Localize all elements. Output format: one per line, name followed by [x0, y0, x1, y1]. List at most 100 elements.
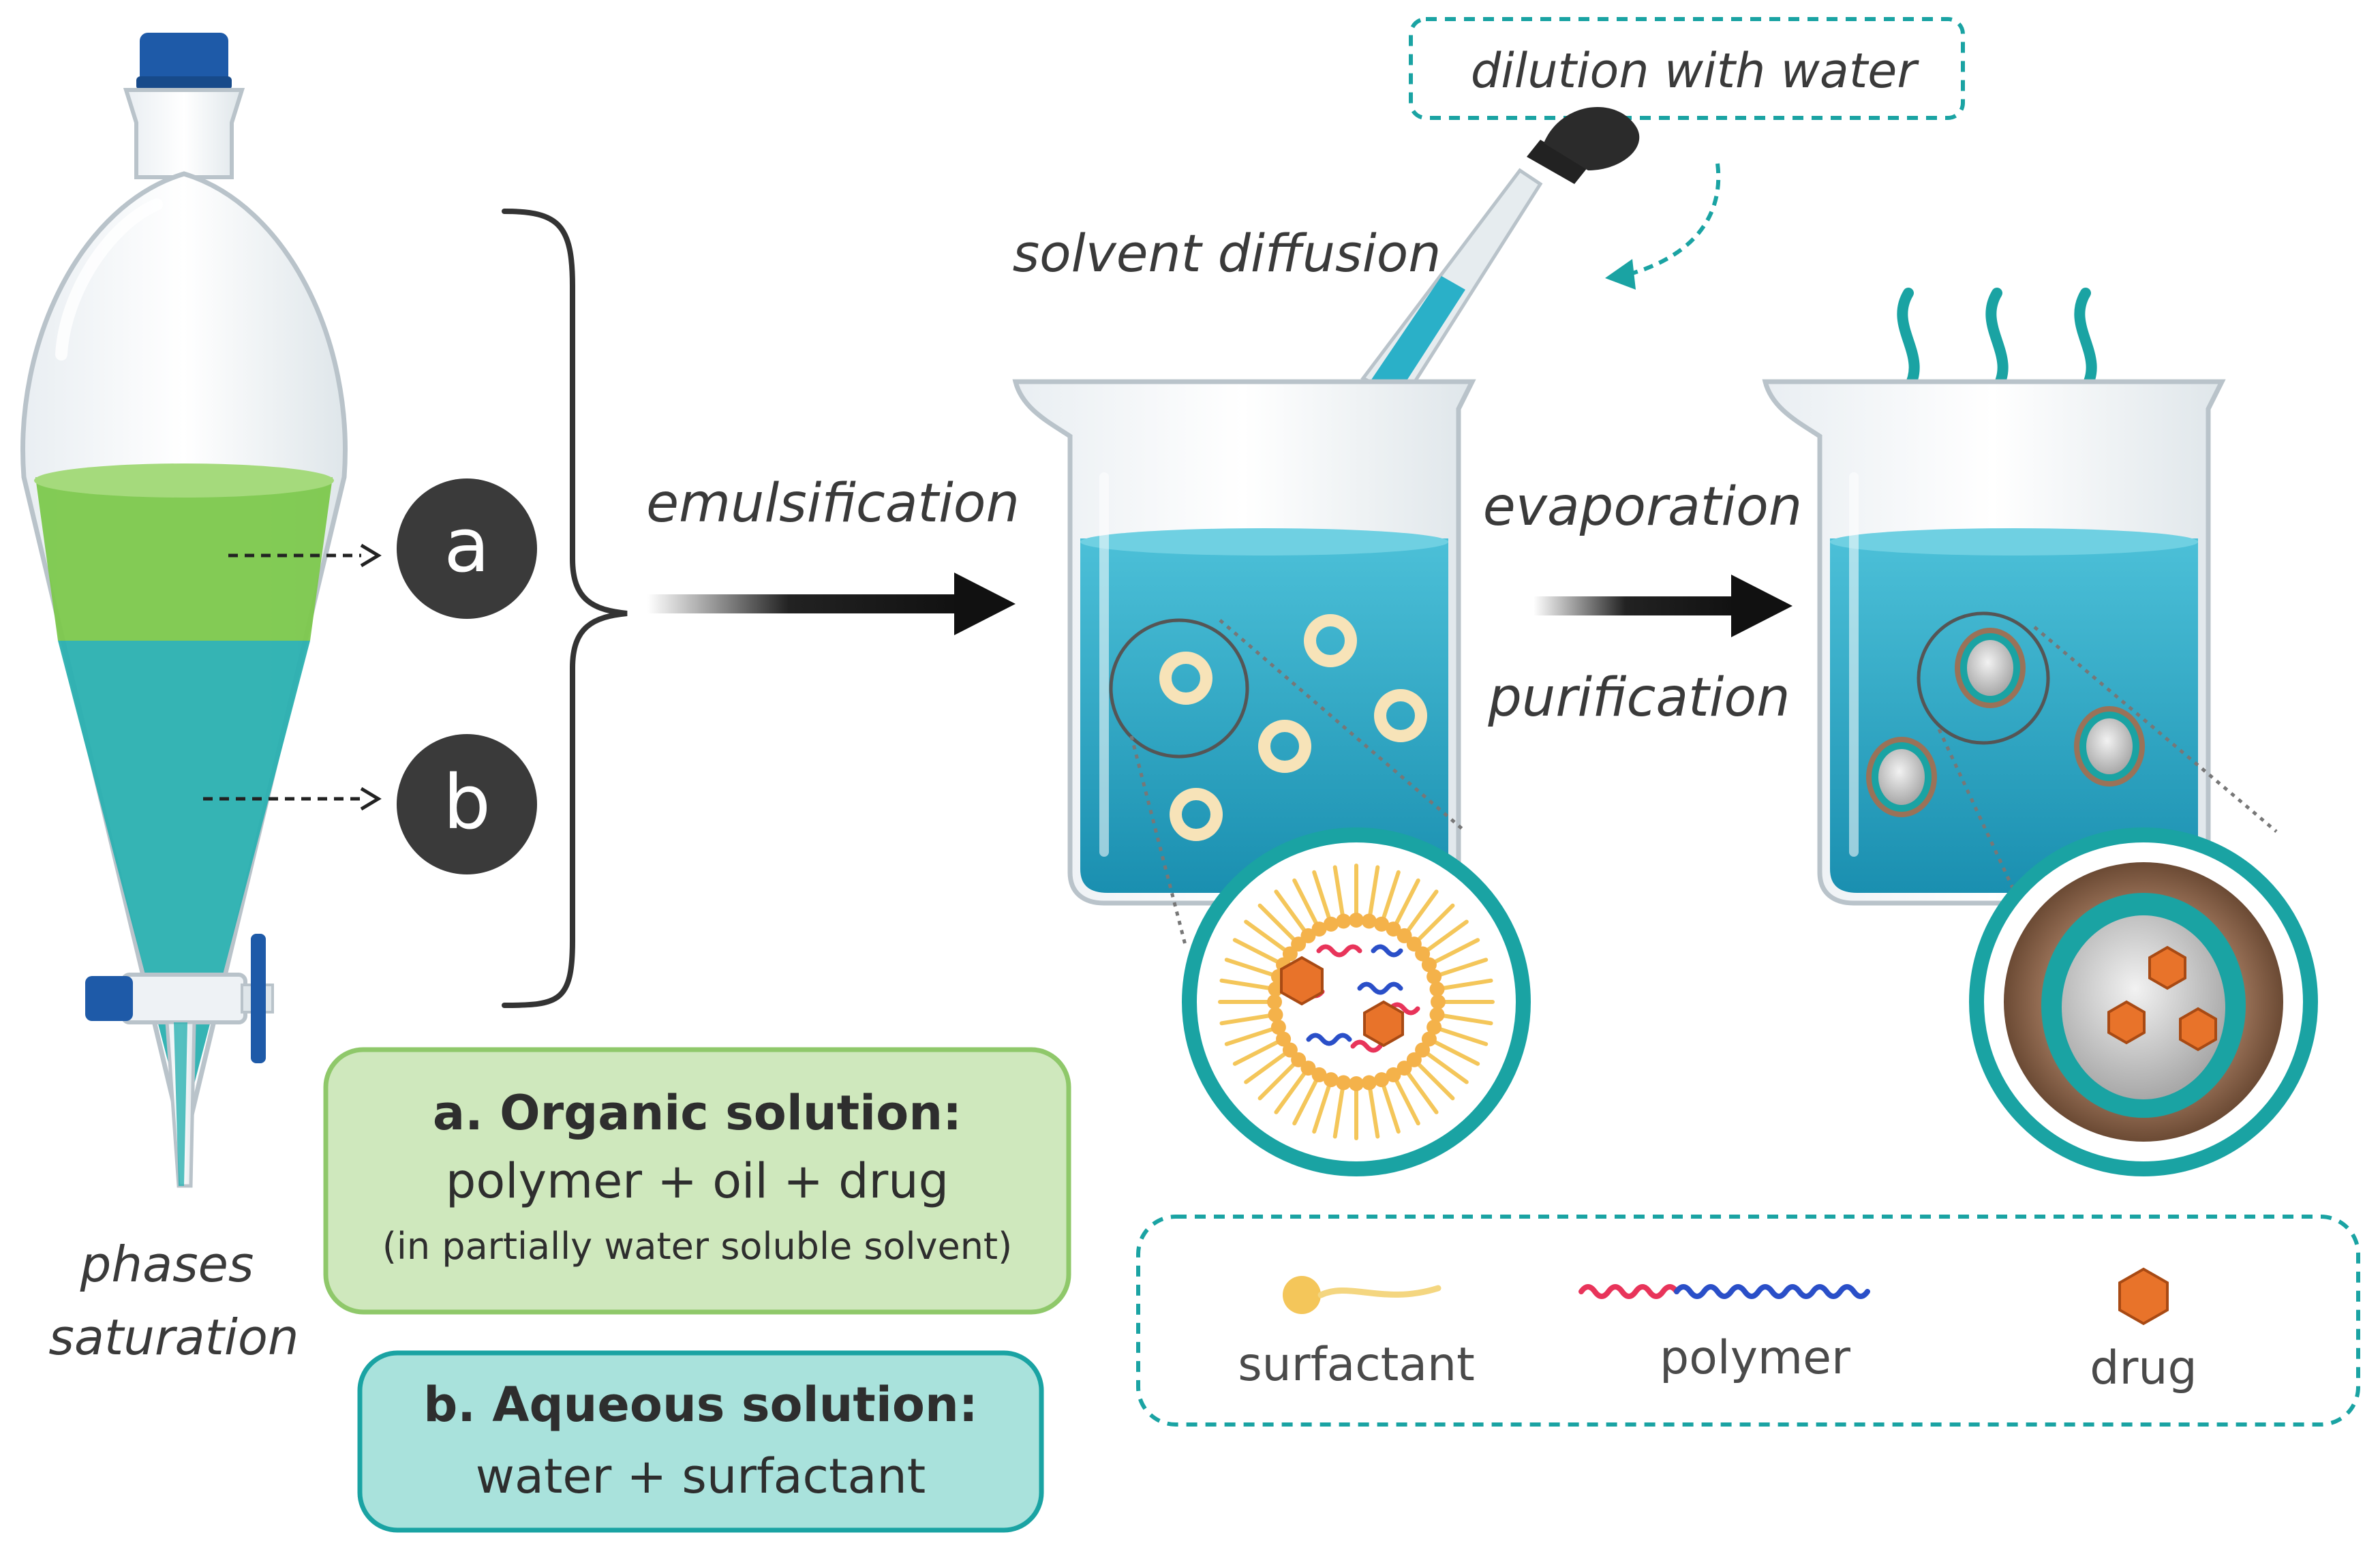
dilution-arrow — [1621, 163, 1721, 278]
surfactant-head — [1415, 1042, 1431, 1058]
legend: surfactant polymer drug — [1136, 1215, 2360, 1427]
surfactant-tail — [1292, 1072, 1322, 1126]
svg-text:a: a — [444, 502, 489, 589]
drug-particle — [2107, 1000, 2146, 1045]
label-emulsification: emulsification — [646, 473, 1020, 534]
surfactant-head — [1421, 1031, 1437, 1047]
drug-particle — [1363, 1000, 1404, 1048]
surfactant-head — [1361, 1075, 1377, 1091]
surfactant-head — [1300, 928, 1316, 943]
label-solvent-diffusion: solvent diffusion — [1013, 223, 1441, 284]
surfactant-tail — [1367, 865, 1380, 924]
surfactant-tail — [1244, 919, 1292, 956]
evaporation-arrow — [1534, 575, 1792, 637]
label-evaporation: evaporation — [1483, 476, 1802, 538]
surfactant-head — [1429, 981, 1445, 997]
surfactant-tail — [1435, 978, 1493, 992]
surfactant-tail — [1332, 1080, 1346, 1139]
phase-pointers — [203, 543, 382, 811]
surfactant-tail — [1312, 870, 1333, 926]
legend-drug-label: drug — [2090, 1341, 2197, 1395]
polymer-chains — [1292, 944, 1420, 1053]
surfactant-tail — [1427, 1037, 1480, 1066]
surfactant-tail — [1219, 1012, 1278, 1026]
surfactant-head — [1431, 994, 1446, 1009]
grouping-brace — [502, 209, 628, 1008]
surfactant-tail — [1367, 1080, 1380, 1139]
organic-body: polymer + oil + drug — [446, 1153, 949, 1209]
surfactant-tail — [1427, 938, 1480, 967]
surfactant-tail — [1232, 938, 1286, 967]
steam — [1897, 288, 2097, 394]
aqueous-body: water + surfactant — [476, 1448, 926, 1504]
surfactant-tail — [1402, 889, 1439, 938]
surfactant-tail — [1432, 1025, 1489, 1046]
surfactant-tail — [1379, 1078, 1401, 1134]
surfactant-head — [1282, 946, 1298, 962]
surfactant-tail — [1274, 889, 1311, 938]
marker-b: b — [397, 734, 537, 874]
aqueous-title: b. Aqueous solution: — [423, 1377, 978, 1433]
legend-polymer-icon — [1578, 1284, 1870, 1299]
surfactant-head — [1427, 969, 1442, 984]
surfactant-tail — [1292, 878, 1322, 932]
surfactant-head — [1291, 936, 1307, 952]
marker-a: a — [397, 478, 537, 619]
surfactant-tail — [1412, 903, 1455, 947]
surfactant-head — [1386, 1067, 1401, 1082]
surfactant-tail — [1332, 865, 1346, 924]
surfactant-tail — [1224, 958, 1281, 979]
surfactant-head — [1374, 916, 1390, 932]
surfactant-tail — [1232, 1037, 1286, 1066]
surfactant-head — [1386, 921, 1401, 937]
surfactant-head — [1300, 1061, 1316, 1076]
surfactant-head — [1311, 921, 1327, 937]
surfactant-tail — [1412, 1057, 1455, 1101]
surfactant-head — [1268, 1007, 1283, 1022]
surfactant-tail — [1420, 1048, 1469, 1084]
surfactant-head — [1349, 1076, 1364, 1091]
capsule-zoom — [1969, 827, 2318, 1176]
surfactant-tail — [1244, 1048, 1292, 1084]
surfactant-head — [1336, 1075, 1352, 1091]
funnel-cap — [140, 33, 228, 84]
surfactant-head — [1276, 1031, 1292, 1047]
surfactant-tail — [1379, 870, 1401, 926]
surfactant-tail — [1274, 1066, 1311, 1114]
organic-phase — [35, 477, 333, 641]
aqueous-phase — [58, 641, 310, 1118]
organic-note: (in partially water soluble solvent) — [382, 1225, 1012, 1268]
surfactant-head — [1323, 916, 1339, 932]
surfactant-head — [1282, 1042, 1298, 1058]
aqueous-solution-box: b. Aqueous solution: water + surfactant — [357, 1350, 1044, 1533]
separatory-funnel — [20, 33, 348, 1188]
nanocapsules — [1866, 628, 2145, 817]
dropper — [1360, 107, 1640, 412]
surfactant-tail — [1257, 903, 1301, 947]
beaker-2 — [1762, 379, 2226, 906]
surfactant-head — [1323, 1072, 1339, 1088]
micelle-zoom — [1182, 827, 1531, 1176]
surfactant-head — [1311, 1067, 1327, 1082]
surfactant-tail — [1432, 958, 1489, 979]
surfactant-tail — [1224, 1025, 1281, 1046]
surfactant-tail — [1391, 1072, 1420, 1126]
drug-particle — [2179, 1007, 2217, 1052]
emulsion-droplets — [1159, 614, 1427, 841]
drug-particle — [2148, 945, 2186, 990]
label-dilution: dilution with water — [1471, 43, 1919, 99]
organic-solution-box: a. Organic solution: polymer + oil + dru… — [323, 1047, 1071, 1315]
surfactant-head — [1397, 1061, 1412, 1076]
surfactant-head — [1268, 981, 1283, 997]
surfactant-head — [1397, 928, 1412, 943]
label-purification: purification — [1487, 667, 1790, 729]
legend-polymer-label: polymer — [1660, 1331, 1850, 1385]
svg-text:b: b — [443, 759, 491, 846]
surfactant-head — [1415, 946, 1431, 962]
surfactant-tail — [1402, 1066, 1439, 1114]
surfactant-head — [1270, 1020, 1286, 1035]
surfactant-head — [1406, 1052, 1422, 1067]
surfactant-head — [1291, 1052, 1307, 1067]
surfactant-tail — [1257, 1057, 1301, 1101]
